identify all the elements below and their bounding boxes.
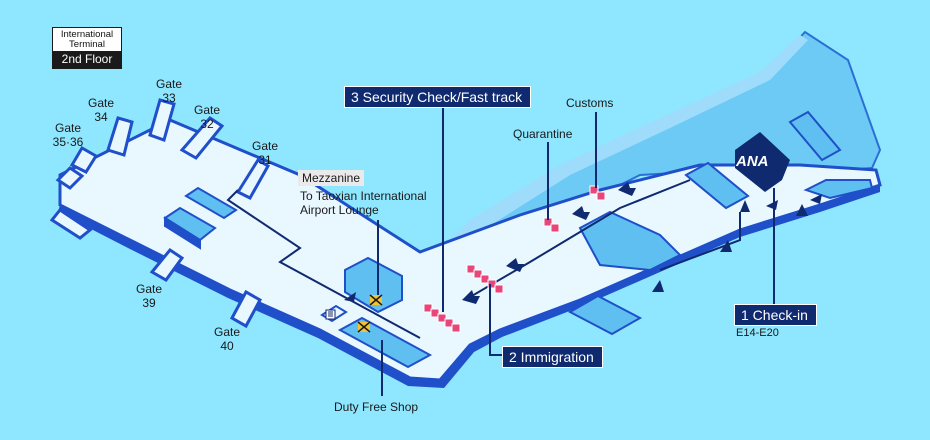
- floor-label: 2nd Floor: [53, 51, 121, 68]
- gate-40-word: Gate: [213, 325, 240, 339]
- arrow-1: [462, 290, 480, 304]
- pier-gate-34: [106, 116, 134, 157]
- pier-gate-35-36-a: [69, 145, 99, 174]
- ana-logo-mark: [735, 132, 790, 192]
- pier-gate-40: [229, 289, 263, 329]
- security-counter: [437, 313, 447, 323]
- customs-counter: [589, 185, 599, 195]
- escalator-icon: [369, 294, 383, 306]
- route-main: [226, 189, 421, 339]
- gate-35-36-number: 35·36: [52, 135, 84, 149]
- arrow-3: [572, 206, 590, 220]
- customs-counter: [596, 191, 606, 201]
- route-upper: [464, 179, 691, 301]
- lounge-label-line2: Airport Lounge: [300, 203, 379, 217]
- restroom-icon: [325, 309, 336, 320]
- leader-lines: [377, 105, 775, 396]
- pier-left-end: [49, 207, 93, 240]
- security-counter: [423, 303, 433, 313]
- quarantine-label: Quarantine: [513, 127, 573, 141]
- gate-32-label: Gate 32: [190, 103, 224, 131]
- arrow-7: [652, 280, 664, 292]
- ana-logo: ANA: [735, 132, 790, 192]
- buildings: [163, 110, 874, 369]
- walk-route: [226, 179, 741, 339]
- pier-gate-31: [235, 157, 271, 200]
- immigration-counter: [494, 284, 504, 294]
- block-left-2: [184, 186, 238, 220]
- immigration-counter: [487, 279, 497, 289]
- gate-35-36-label: Gate 35·36: [48, 121, 88, 149]
- arrow-2: [506, 258, 524, 272]
- arrow-9: [796, 204, 808, 216]
- terminal-name: International Terminal: [53, 28, 121, 51]
- pier-gate-33: [148, 98, 176, 142]
- immigration-counter: [473, 269, 483, 279]
- escalator-icon: [357, 321, 371, 333]
- pier-gate-35-36-b: [55, 166, 85, 190]
- gate-34-number: 34: [94, 110, 108, 124]
- block-mezzanine: [344, 256, 403, 314]
- escalator-markers: [357, 294, 383, 333]
- gate-35-36-word: Gate: [54, 121, 81, 135]
- block-left-1-side: [164, 216, 201, 250]
- customs-label: Customs: [566, 96, 614, 110]
- gate-33-word: Gate: [155, 77, 182, 91]
- ana-logo-text: ANA: [735, 153, 769, 170]
- checkin-callout: 1 Check-in: [734, 304, 817, 326]
- immigration-counter: [466, 264, 476, 274]
- checkin-counters: E14-E20: [736, 327, 779, 339]
- counters: [423, 185, 606, 333]
- direction-arrows: [344, 182, 822, 304]
- security-counter: [430, 308, 440, 318]
- leader-immigration: [489, 284, 503, 356]
- gate-31-word: Gate: [251, 139, 278, 153]
- gate-piers: [49, 98, 271, 329]
- block-right-2: [788, 110, 842, 162]
- gate-31-label: Gate 31: [248, 139, 282, 167]
- immigration-callout: 2 Immigration: [502, 346, 603, 368]
- gate-40-number: 40: [220, 339, 234, 353]
- terminal-name-line2: Terminal: [69, 39, 105, 50]
- terminal-badge: International Terminal 2nd Floor: [52, 27, 122, 69]
- route-checkin: [659, 212, 741, 271]
- gate-31-number: 31: [258, 153, 272, 167]
- gate-32-number: 32: [200, 117, 214, 131]
- mezzanine-tag: Mezzanine: [298, 170, 365, 186]
- gate-39-label: Gate 39: [132, 282, 166, 310]
- block-center: [578, 210, 682, 272]
- security-counter: [444, 318, 454, 328]
- arrow-4: [618, 182, 636, 196]
- arrow-10: [810, 194, 822, 204]
- gate-32-word: Gate: [193, 103, 220, 117]
- immigration-counter: [480, 274, 490, 284]
- arrow-5: [740, 200, 750, 212]
- quarantine-counter: [550, 223, 560, 233]
- gate-33-label: Gate 33: [152, 77, 186, 105]
- terminal-name-line1: International: [60, 29, 114, 40]
- gate-34-word: Gate: [87, 96, 114, 110]
- gate-40-label: Gate 40: [210, 325, 244, 353]
- pier-gate-32: [179, 116, 225, 160]
- arrow-11: [344, 292, 356, 302]
- block-lower: [567, 294, 643, 336]
- security-callout: 3 Security Check/Fast track: [344, 86, 532, 108]
- block-right-3: [803, 179, 874, 200]
- gate-34-label: Gate 34: [84, 96, 118, 124]
- security-counter: [451, 323, 461, 333]
- pier-gate-39: [149, 247, 185, 282]
- lounge-label-line1: To Taoxian International: [300, 189, 427, 203]
- terminal-roof-top: [388, 35, 808, 312]
- gate-39-number: 39: [142, 296, 156, 310]
- lounge-label: To Taoxian International Airport Lounge: [300, 189, 427, 217]
- gate-33-number: 33: [162, 91, 176, 105]
- block-right-1: [684, 161, 750, 210]
- gate-39-word: Gate: [135, 282, 162, 296]
- arrow-8: [720, 240, 732, 252]
- concourse-edge: [58, 185, 880, 388]
- duty-free-label: Duty Free Shop: [334, 400, 419, 414]
